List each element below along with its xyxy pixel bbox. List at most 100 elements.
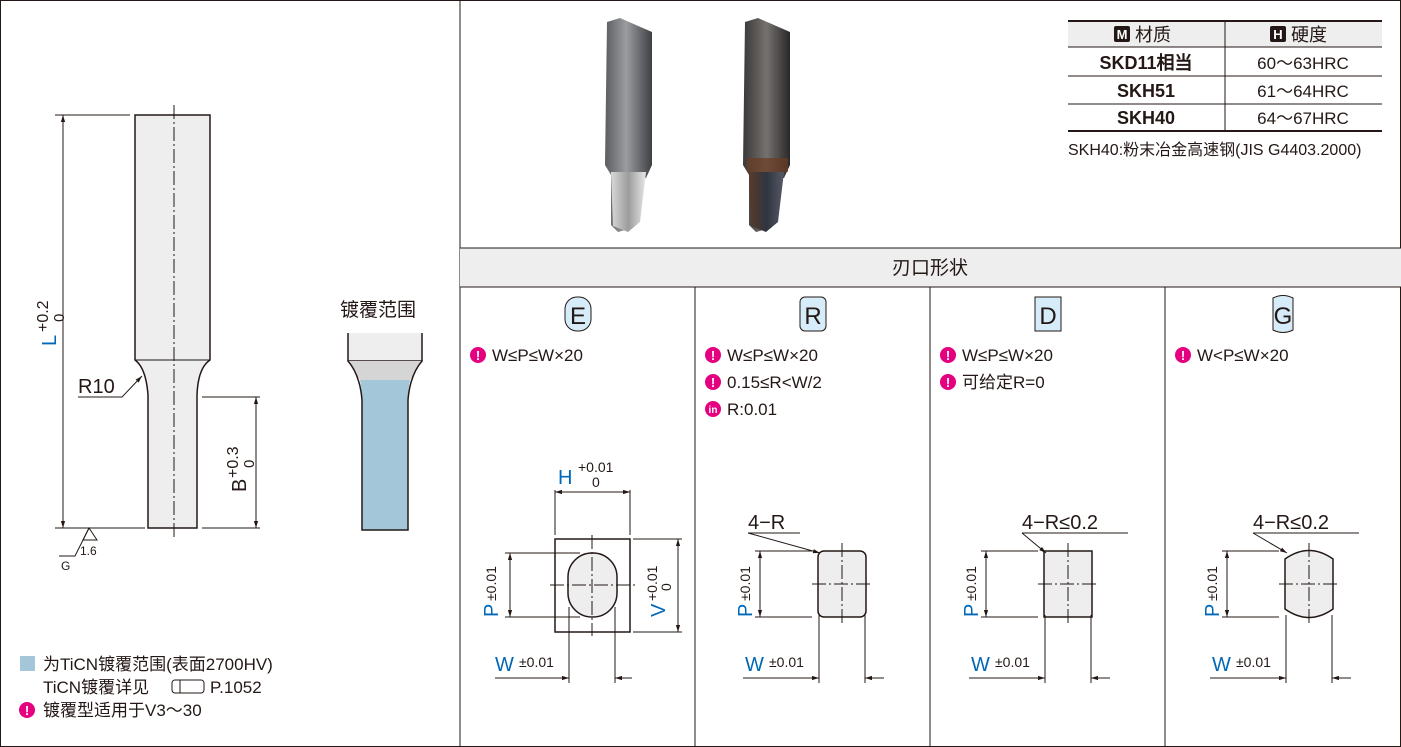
shape-note: W≤P≤W×20 [727,346,818,365]
svg-text:D: D [1039,303,1056,330]
dim-B: B [229,479,251,492]
svg-text:!: ! [25,703,29,718]
dimension-label: ! [711,375,715,390]
svg-text:0: 0 [658,583,674,591]
shapes-title: 刃口形状 [892,257,968,279]
coating-range-drawing [347,333,423,531]
svg-text:H: H [1273,27,1282,42]
svg-text:P: P [481,604,503,617]
svg-text:E: E [570,303,586,330]
coating-swatch [20,656,35,671]
caution-icon [705,347,721,363]
dim-L: L [39,335,61,346]
roughness-grade: G [61,559,70,573]
shape-note: 可给定R=0 [962,373,1045,392]
corner-radius-label: 4−R≤0.2 [1253,512,1329,534]
info-icon [705,401,721,417]
shape-badge-G: G [1272,295,1294,333]
shape-note: W≤P≤W×20 [962,346,1053,365]
header-material: 材质 [1135,25,1171,45]
caution-icon [705,374,721,390]
shape-note: W<P≤W×20 [1197,346,1289,365]
svg-text:M: M [1117,27,1128,42]
dimension-label: ±0.01 [995,654,1030,670]
coating-title: 镀覆范围 [340,299,416,321]
hardness-cell: 64～67HRC [1257,109,1349,128]
svg-text:+0.01: +0.01 [578,459,614,475]
dimension-label: ! [946,348,950,363]
dimension-label: W [1212,654,1231,676]
dimension-label: ±0.01 [1204,566,1220,601]
caution-icon [940,347,956,363]
dimension-label: W [971,654,990,676]
legend-note: 镀覆型适用于V3～30 [43,701,202,720]
svg-text:G: G [1274,303,1293,330]
profile-D: 4−R≤0.2P±0.01W±0.01 [961,512,1128,683]
dimension-label: P [1202,604,1224,617]
material-cell: SKD11相当 [1099,52,1192,73]
dimension-label: W [745,654,764,676]
caution-icon [19,702,35,718]
legend-ref-page[interactable]: P.1052 [210,678,262,697]
dimension-label: P [961,604,983,617]
material-cell: SKH40 [1117,108,1175,128]
drawing-line: P ±0.01 [1202,566,1224,617]
tol-L-upper: +0.2 [35,300,52,332]
pointing-hand-icon [171,679,205,694]
shape-note: W≤P≤W×20 [492,346,583,365]
caution-icon [470,347,486,363]
punch-dimension-drawing: L +0.2 0 R10 B +0.3 0 1.6 G [35,105,260,573]
dim-H: H [558,467,572,489]
shape-badge-R: R [799,296,827,332]
svg-text:V: V [648,603,670,617]
shape-note: R:0.01 [727,400,777,419]
dimension-label: ! [711,348,715,363]
dimension-label: P [735,604,757,617]
material-cell: SKH51 [1117,81,1175,101]
caution-icon [1175,347,1191,363]
dimension-label: in [709,405,718,416]
material-note: SKH40:粉末冶金高速钢(JIS G4403.2000) [1068,141,1361,159]
dimension-label: ! [476,348,480,363]
hardness-cell: 60～63HRC [1257,54,1349,73]
dimension-label: ! [946,375,950,390]
dimension-label: ! [1181,348,1185,363]
dimension-label: ±0.01 [769,654,804,670]
tol-B-lower: 0 [241,460,258,468]
dimension-label: ±0.01 [963,566,979,601]
punch-photo-coated [743,18,790,232]
dimension-label: ±0.01 [737,566,753,601]
shape-badge-E: E [564,296,592,332]
material-icon [1114,26,1130,42]
shape-badge-D: D [1034,296,1062,332]
svg-text:±0.01: ±0.01 [483,566,499,601]
svg-text:±0.01: ±0.01 [519,654,554,670]
hardness-cell: 61～64HRC [1257,82,1349,101]
corner-radius-label: 4−R≤0.2 [1022,512,1098,534]
shapes-header [460,248,1401,287]
drawing-line: P ±0.01 [735,566,757,617]
drawing-line: P ±0.01 [961,566,983,617]
svg-text:W: W [495,654,514,676]
svg-text:R: R [804,303,821,330]
drawing-line [1252,532,1288,554]
caution-icon [940,374,956,390]
drawing-line [747,532,821,554]
svg-text:0: 0 [592,474,600,490]
dimension-label: ±0.01 [1236,654,1271,670]
profile-G: 4−R≤0.2P±0.01W±0.01 [1202,512,1359,683]
roughness-value: 1.6 [80,544,97,558]
header-hardness: 硬度 [1291,25,1327,45]
material-table: M 材质 H 硬度 SKD11相当 60～63HRC SKH51 61～64HR… [1068,20,1382,132]
profile-E: H +0.01 0 P ±0.01 V +0.01 0 W ±0.01 [481,459,682,683]
tol-B-upper: +0.3 [225,446,242,478]
profile-R: 4−RP±0.01W±0.01 [735,512,884,683]
radius-label: R10 [78,376,115,398]
hardness-icon [1270,26,1286,42]
svg-text:+0.01: +0.01 [644,565,660,601]
legend-coating: 为TiCN镀覆范围(表面2700HV) [43,655,273,674]
punch-photo-uncoated [605,18,652,232]
corner-radius-label: 4−R [748,512,785,534]
